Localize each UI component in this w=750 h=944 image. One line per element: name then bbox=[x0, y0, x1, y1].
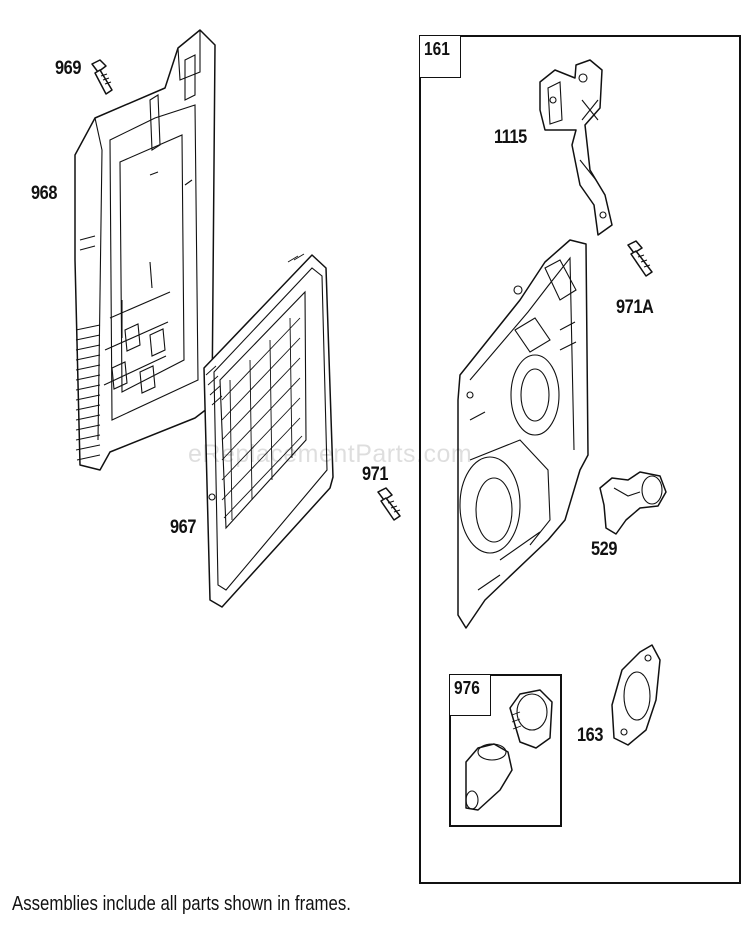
frame-tag-976: 976 bbox=[449, 674, 491, 716]
label-969: 969 bbox=[55, 58, 81, 79]
carburetor-body-drawing bbox=[457, 239, 589, 629]
label-529: 529 bbox=[591, 539, 617, 560]
elbow-529-drawing bbox=[599, 471, 667, 535]
frame-tag-161: 161 bbox=[419, 35, 461, 78]
gasket-163-drawing bbox=[611, 644, 661, 746]
label-976: 976 bbox=[454, 678, 480, 698]
label-163: 163 bbox=[577, 725, 603, 746]
label-1115: 1115 bbox=[494, 127, 527, 148]
label-968: 968 bbox=[31, 183, 57, 204]
watermark-text: eReplacementParts.com bbox=[188, 440, 473, 468]
assembly-frame-976 bbox=[449, 674, 562, 827]
label-161: 161 bbox=[424, 39, 450, 59]
label-971a: 971A bbox=[616, 297, 654, 318]
bolt-971a-drawing bbox=[627, 240, 653, 277]
choke-parts-976-drawing bbox=[465, 689, 553, 811]
assembly-frame-161 bbox=[419, 35, 741, 884]
footnote-text: Assemblies include all parts shown in fr… bbox=[12, 893, 351, 915]
bracket-1115-drawing bbox=[539, 59, 613, 236]
label-971: 971 bbox=[362, 464, 388, 485]
bolt-971-drawing bbox=[377, 487, 401, 521]
label-967: 967 bbox=[170, 517, 196, 538]
air-filter-967-drawing bbox=[203, 253, 334, 608]
bolt-969-drawing bbox=[91, 59, 113, 95]
air-cleaner-base-968-drawing bbox=[74, 29, 216, 471]
